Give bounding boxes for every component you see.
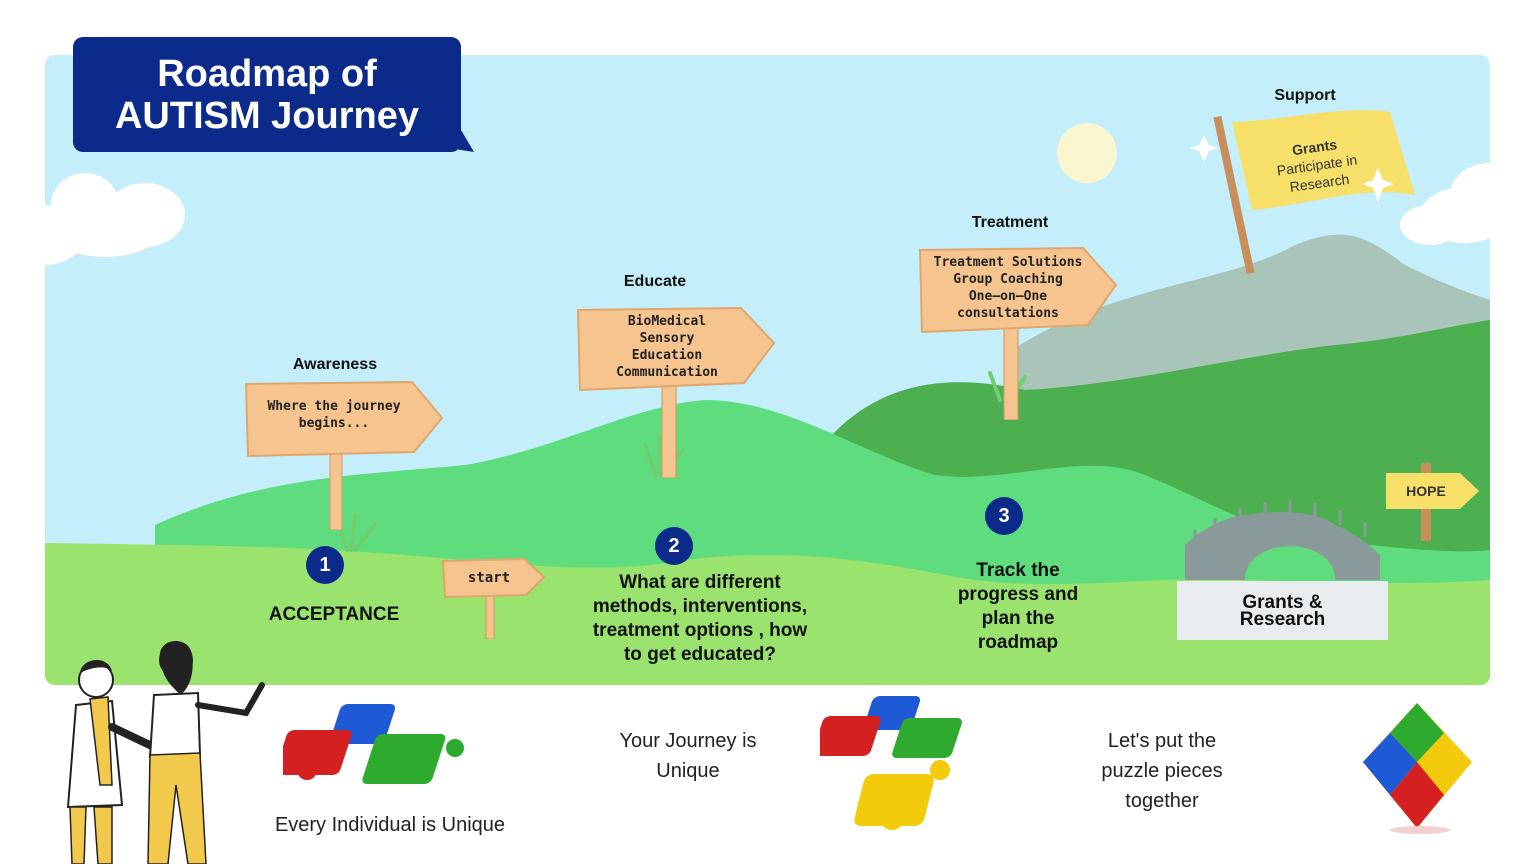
- stage-label-awareness: Awareness: [292, 356, 378, 373]
- start-sign-text: start: [467, 570, 511, 586]
- journey-line: Your Journey is: [619, 730, 757, 752]
- caption-track: Track the progress and plan the roadmap: [938, 559, 1098, 655]
- journey-line: Unique: [656, 760, 720, 782]
- sign-text-treatment: Treatment Solutions Group Coaching One–o…: [928, 254, 1088, 322]
- caption-line: to get educated?: [623, 644, 776, 665]
- puzzle-line: together: [1125, 790, 1199, 812]
- stage-label-support: Support: [1274, 87, 1336, 104]
- text-your-journey: Your Journey is Unique: [598, 726, 778, 786]
- puzzle-cube-icon: [1363, 703, 1472, 834]
- title-line-1: Roadmap of: [157, 52, 377, 95]
- sign-text-educate: BioMedical Sensory Education Communicati…: [592, 313, 742, 381]
- sign-line: BioMedical: [627, 314, 707, 329]
- hope-sign-text: HOPE: [1406, 483, 1446, 499]
- stage-label-treatment: Treatment: [971, 214, 1049, 231]
- step-number-1: 1: [306, 546, 344, 584]
- sign-line: consultations: [957, 306, 1059, 321]
- bridge-icon: [1185, 500, 1380, 580]
- people-illustration-icon: [66, 640, 265, 864]
- text-every-individual: Every Individual is Unique: [274, 814, 506, 836]
- signpost-educate: [576, 306, 776, 478]
- signpost-hope: [1386, 463, 1479, 541]
- caption-line: treatment options , how: [592, 620, 808, 641]
- grants-line: Grants &: [1242, 591, 1323, 613]
- sparkle-icon: [1362, 168, 1394, 202]
- signpost-awareness: [244, 380, 444, 530]
- text-puzzle-together: Let's put the puzzle pieces together: [1082, 726, 1242, 816]
- sun-icon: [1057, 123, 1117, 183]
- flag-icon: [1190, 110, 1415, 275]
- sign-line: Group Coaching: [953, 272, 1063, 287]
- puzzle-pieces-icon: [820, 696, 962, 830]
- stage-label-educate: Educate: [623, 273, 687, 290]
- sign-line: begins...: [298, 416, 370, 431]
- cloud-icon: [45, 173, 185, 265]
- caption-line: roadmap: [977, 632, 1059, 653]
- page-title: Roadmap of AUTISM Journey: [73, 37, 461, 152]
- puzzle-line: Let's put the: [1107, 730, 1217, 752]
- sparkle-icon: [1190, 135, 1219, 162]
- sign-line: Communication: [616, 365, 718, 380]
- signpost-treatment: [918, 246, 1118, 420]
- grants-line: Research: [1239, 608, 1326, 630]
- title-line-2: AUTISM Journey: [114, 94, 420, 137]
- step-number-3: 3: [985, 497, 1023, 535]
- sign-line: One–on–One: [968, 289, 1048, 304]
- caption-line: progress and: [957, 584, 1079, 605]
- caption-line: What are different: [619, 572, 781, 593]
- step-number-2: 2: [655, 527, 693, 565]
- cloud-icon: [1400, 163, 1490, 245]
- sign-line: Education: [631, 348, 703, 363]
- caption-line: methods, interventions,: [592, 596, 808, 617]
- caption-acceptance: ACCEPTANCE: [268, 604, 400, 625]
- sign-text-awareness: Where the journey begins...: [254, 398, 414, 432]
- grants-research-box: Grants & Research: [1177, 581, 1388, 640]
- signpost-start: [442, 557, 546, 639]
- puzzle-pieces-icon: [283, 704, 464, 784]
- sign-line: Sensory: [639, 331, 695, 346]
- caption-educate: What are different methods, intervention…: [560, 571, 840, 667]
- sign-line: Treatment Solutions: [933, 255, 1083, 270]
- sign-line: Where the journey: [267, 399, 401, 414]
- caption-line: Track the: [976, 560, 1060, 581]
- caption-line: plan the: [981, 608, 1055, 629]
- puzzle-line: puzzle pieces: [1101, 760, 1223, 782]
